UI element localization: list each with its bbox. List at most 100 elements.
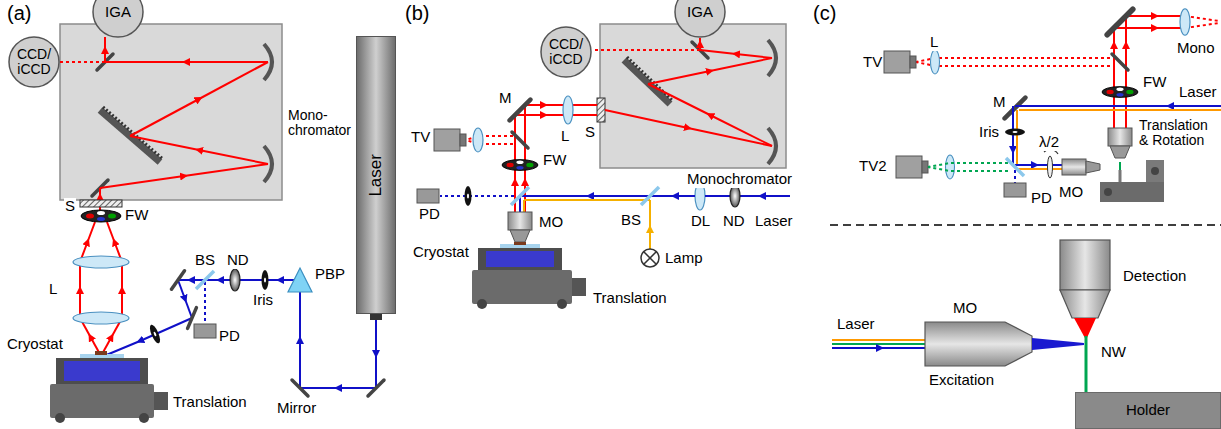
part-label: MO <box>538 214 564 231</box>
laser-beam <box>178 280 192 318</box>
part-label: Translation & Rotation <box>1138 118 1220 149</box>
translation-stage <box>154 392 168 410</box>
part-label: Mono <box>1176 40 1216 57</box>
laser-beam <box>1015 105 1221 107</box>
excitation-objective <box>1032 338 1084 350</box>
photodiode <box>417 189 439 203</box>
translation-rotation-stage <box>1146 160 1164 182</box>
lens <box>473 128 483 152</box>
lens <box>1180 9 1190 36</box>
laser-beam <box>104 318 192 356</box>
monochromator-housing <box>600 24 786 168</box>
light-beam <box>605 110 772 146</box>
mirror <box>368 380 384 396</box>
part-label: Laser <box>1178 84 1218 101</box>
diffraction-grating <box>627 57 673 101</box>
laser-beam <box>832 340 925 348</box>
lamp <box>641 249 659 267</box>
monochromator-housing <box>60 24 282 200</box>
diffraction-grating <box>624 60 670 104</box>
mirror <box>510 100 531 148</box>
part-label: PD <box>1030 190 1053 207</box>
holder-box: Holder <box>1075 392 1221 429</box>
laser-beam <box>265 279 294 281</box>
iris <box>1005 129 1025 136</box>
flat-mirror <box>92 54 113 196</box>
light-beam <box>60 61 105 63</box>
entrance-slit <box>597 98 605 122</box>
cryostat <box>95 351 107 355</box>
part-label: Laser <box>836 316 876 333</box>
translation-stage <box>572 278 586 296</box>
translation-rotation-stage <box>1100 182 1164 202</box>
panel-label: (a) <box>6 2 32 24</box>
photodiode <box>194 324 216 338</box>
beam-splitter <box>511 187 659 205</box>
laser-beam <box>1014 170 1016 183</box>
light-beam <box>121 262 123 318</box>
detector-circle: IGA <box>92 0 144 38</box>
laser-beam <box>928 167 1008 171</box>
laser-beam <box>650 195 695 197</box>
prism <box>288 268 312 292</box>
cryostat <box>478 242 562 270</box>
beam-splitter <box>1006 158 1024 176</box>
translation-stage <box>55 413 65 423</box>
part-label: BS <box>620 212 642 229</box>
laser-beam <box>370 314 382 320</box>
part-label: ND <box>722 213 746 230</box>
tv-camera <box>884 51 916 73</box>
lamp <box>644 252 656 264</box>
translation-stage <box>139 413 149 423</box>
part-label: BS <box>194 252 216 269</box>
part-label: PD <box>218 328 241 345</box>
monochromator-housing <box>60 24 282 200</box>
part-label: L <box>929 34 939 51</box>
part-label: L <box>560 128 570 145</box>
light-beam <box>100 164 268 188</box>
detector-outline <box>93 0 143 37</box>
part-label: Translation <box>172 394 248 411</box>
mirror <box>292 380 308 396</box>
node-text: Laser <box>367 154 386 197</box>
detector-circle: IGA <box>674 0 726 38</box>
light-beam <box>1126 15 1185 17</box>
laser-beam <box>832 339 925 341</box>
node-text: IGA <box>687 4 713 21</box>
part-label: L <box>48 281 58 298</box>
photodiode <box>194 324 216 338</box>
part-label: TV <box>410 129 431 146</box>
part-label: TV <box>862 54 883 71</box>
light-beam <box>1125 16 1127 128</box>
part-label: Excitation <box>928 372 995 389</box>
entrance-slit <box>80 200 122 207</box>
laser-beam <box>1019 109 1221 111</box>
laser-beam <box>832 347 925 349</box>
light-beam <box>515 114 597 116</box>
part-label: DL <box>690 213 711 230</box>
translation-stage <box>50 384 168 423</box>
excitation-objective <box>925 322 1032 366</box>
part-label: M <box>498 90 513 107</box>
detector-circle: CCD/ iCCD <box>8 36 60 88</box>
part-label: PD <box>418 206 441 223</box>
cryostat <box>514 242 526 245</box>
iris <box>262 270 269 290</box>
objective <box>1108 128 1132 158</box>
monochromator-housing <box>600 24 786 168</box>
light-beam <box>648 84 772 146</box>
lens <box>931 9 1191 179</box>
mirror <box>510 100 531 121</box>
node-text: IGA <box>105 4 131 21</box>
part-label: FW <box>542 152 567 169</box>
part-label: Monochromator <box>686 171 793 188</box>
iris <box>465 186 472 206</box>
part-label: Mono-chromator <box>287 108 355 139</box>
iris <box>1005 129 1025 136</box>
detection-objective <box>1060 240 1110 290</box>
filter-wheel <box>81 210 121 222</box>
part-label: NW <box>1100 344 1127 361</box>
